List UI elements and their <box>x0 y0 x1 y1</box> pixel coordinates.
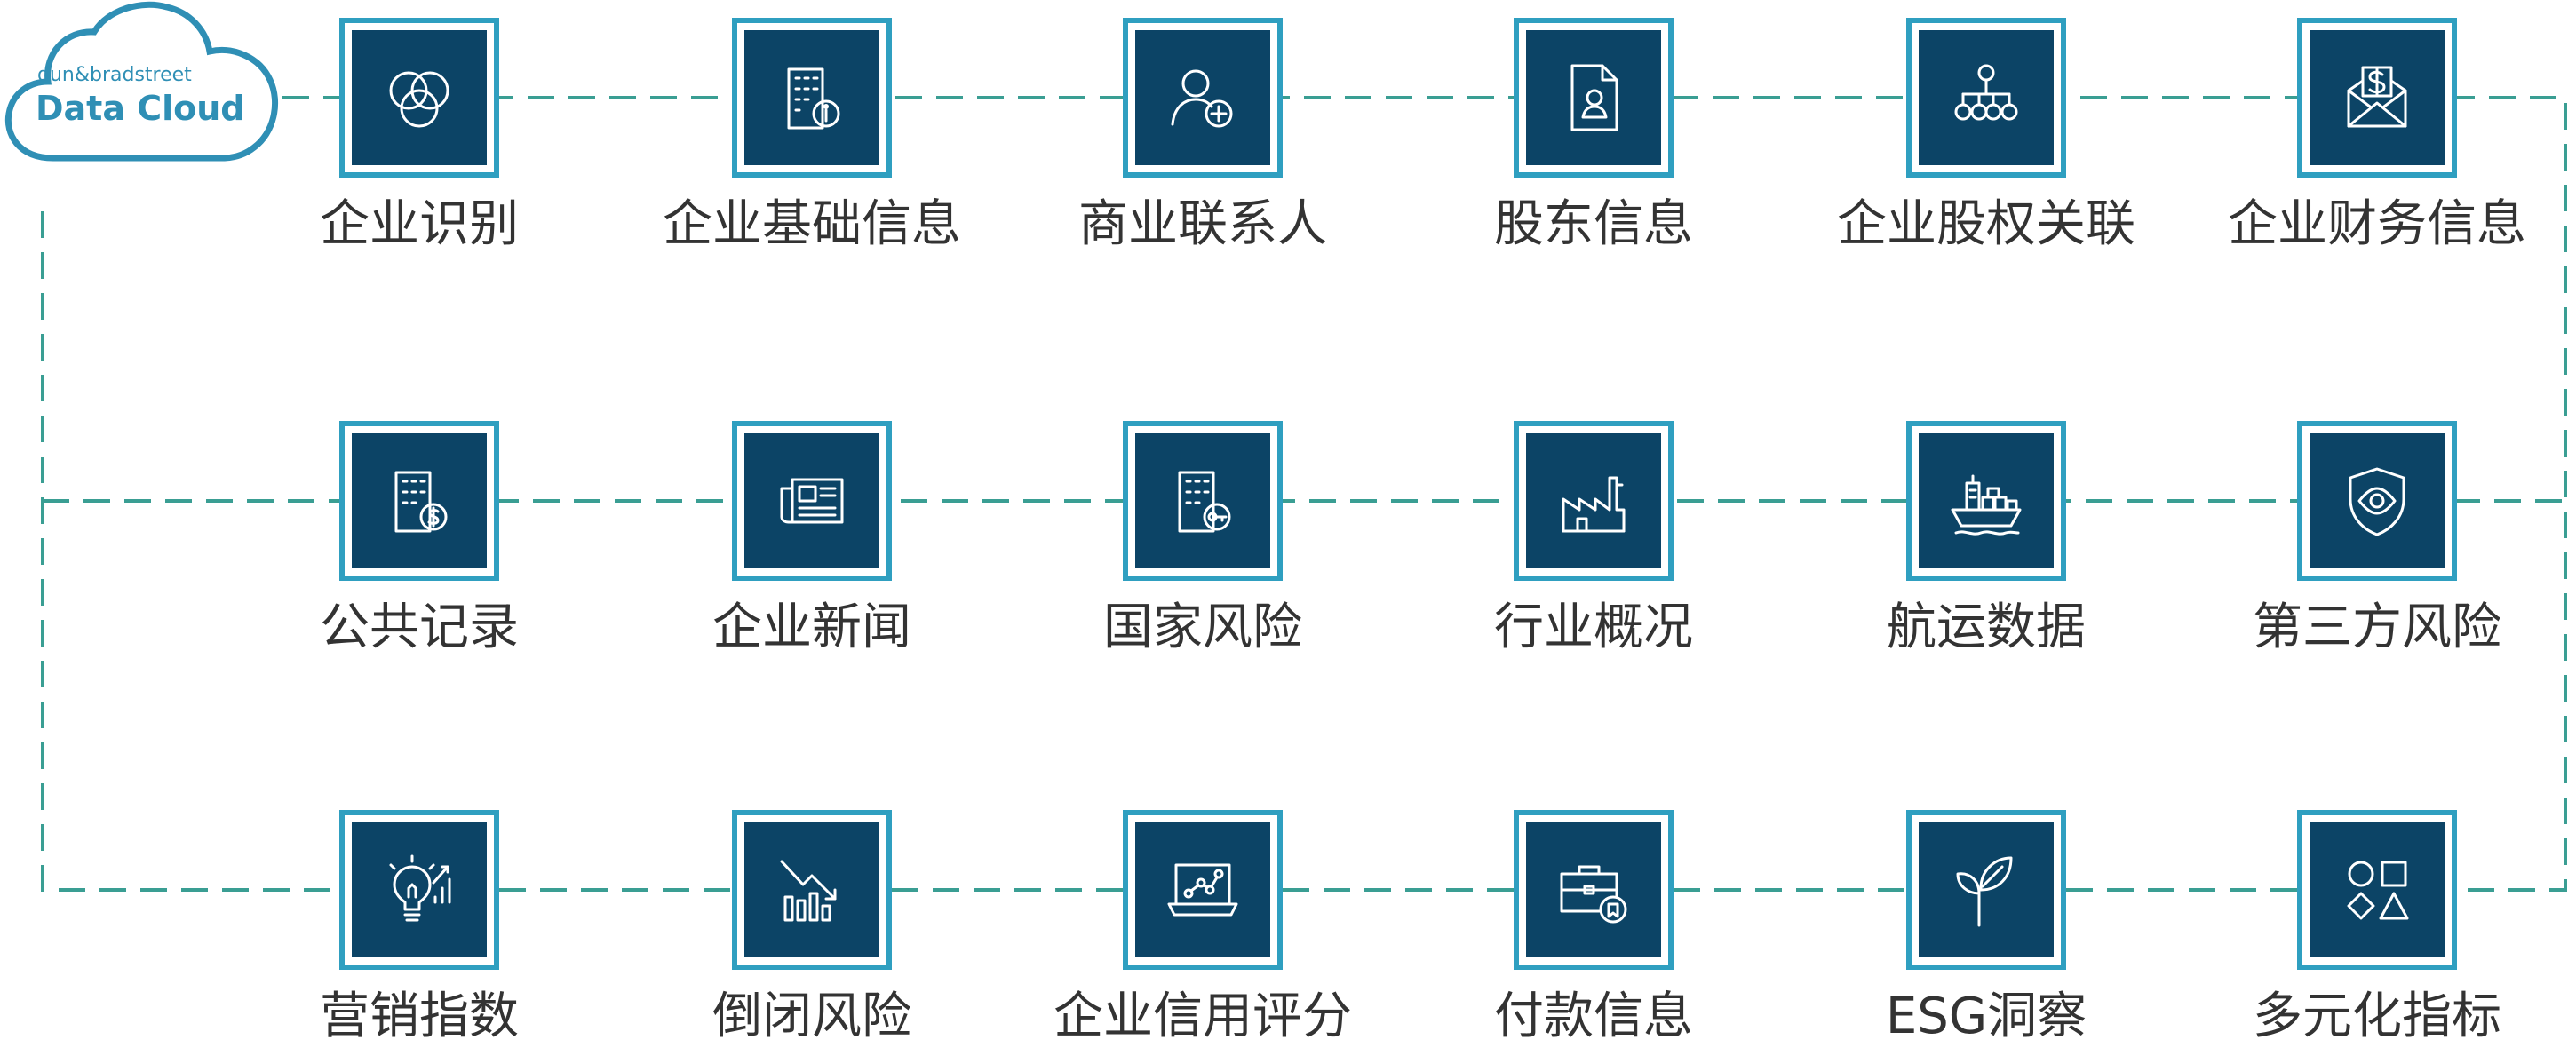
node-label: ESG洞察 <box>1885 988 2087 1045</box>
node-tile-fill <box>1135 30 1270 165</box>
node-tile-fill <box>1919 822 2054 957</box>
cargo-ship-icon <box>1951 474 2022 536</box>
node-tile <box>1514 421 1674 581</box>
node-tile <box>1906 810 2066 970</box>
node-label: 企业财务信息 <box>2228 195 2526 253</box>
diagram-node: 行业概况 <box>1425 421 1762 656</box>
node-tile <box>2297 18 2457 178</box>
node-tile-fill <box>744 433 879 568</box>
envelope-dollar-icon <box>2347 66 2407 128</box>
brand-small-text: dun&bradstreet <box>37 64 192 86</box>
declining-chart-icon <box>780 860 837 922</box>
venn-circles-icon <box>389 71 449 128</box>
dnb-data-cloud-logo: dun&bradstreet Data Cloud <box>0 0 293 169</box>
node-tile-fill <box>352 30 487 165</box>
node-tile-fill <box>1919 433 2054 568</box>
cloud-icon <box>4 1 279 162</box>
diagram-node: 企业基础信息 <box>643 18 981 253</box>
brand-big-text: Data Cloud <box>36 89 245 128</box>
node-tile <box>1906 421 2066 581</box>
node-tile-fill <box>744 30 879 165</box>
node-label: 付款信息 <box>1494 988 1693 1045</box>
diagram-node: 企业财务信息 <box>2208 18 2546 253</box>
lightbulb-chart-icon <box>389 854 451 922</box>
briefcase-badge-icon <box>1560 865 1627 924</box>
node-label: 多元化指标 <box>2253 988 2501 1045</box>
node-tile-fill <box>744 822 879 957</box>
user-add-icon <box>1171 69 1233 128</box>
diagram-node: ESG洞察 <box>1817 810 2155 1045</box>
building-info-icon <box>787 67 840 130</box>
node-tile-fill <box>2310 30 2445 165</box>
node-label: 航运数据 <box>1887 599 2086 656</box>
shapes-icon <box>2347 861 2409 920</box>
factory-icon <box>1562 476 1626 533</box>
node-tile-fill <box>1135 822 1270 957</box>
diagram-node: 国家风险 <box>1034 421 1371 656</box>
node-tile <box>1123 421 1283 581</box>
node-label: 国家风险 <box>1103 599 1302 656</box>
document-person-icon <box>1570 64 1618 131</box>
node-tile <box>339 810 499 970</box>
node-tile <box>732 18 892 178</box>
node-label: 企业识别 <box>320 195 519 253</box>
newspaper-icon <box>780 478 844 524</box>
node-label: 营销指数 <box>320 988 519 1045</box>
diagram-node: 企业信用评分 <box>1034 810 1371 1045</box>
node-tile <box>1514 18 1674 178</box>
diagram-node: 营销指数 <box>250 810 588 1045</box>
diagram-node: 多元化指标 <box>2208 810 2546 1045</box>
node-tile <box>2297 810 2457 970</box>
building-dollar-icon <box>394 471 448 533</box>
plant-icon <box>1956 856 2013 927</box>
node-tile-fill <box>1526 822 1661 957</box>
node-label: 股东信息 <box>1494 195 1693 253</box>
node-tile <box>339 18 499 178</box>
node-tile <box>1514 810 1674 970</box>
node-tile-fill <box>1919 30 2054 165</box>
diagram-node: 付款信息 <box>1425 810 1762 1045</box>
node-tile-fill <box>352 822 487 957</box>
node-tile-fill <box>2310 433 2445 568</box>
laptop-chart-icon <box>1167 863 1238 917</box>
node-tile-fill <box>1526 433 1661 568</box>
node-label: 第三方风险 <box>2253 599 2501 656</box>
building-key-icon <box>1178 471 1231 533</box>
diagram-node: 倒闭风险 <box>643 810 981 1045</box>
node-label: 企业股权关联 <box>1837 195 2135 253</box>
diagram-node: 企业股权关联 <box>1817 18 2155 253</box>
node-tile <box>1123 810 1283 970</box>
diagram-node: 公共记录 <box>250 421 588 656</box>
diagram-node: 商业联系人 <box>1034 18 1371 253</box>
shield-eye-icon <box>2349 467 2405 536</box>
node-tile <box>732 810 892 970</box>
node-label: 企业基础信息 <box>663 195 961 253</box>
node-tile-fill <box>2310 822 2445 957</box>
diagram-node: 企业新闻 <box>643 421 981 656</box>
node-tile-fill <box>1135 433 1270 568</box>
diagram-node: 企业识别 <box>250 18 588 253</box>
node-label: 公共记录 <box>320 599 519 656</box>
node-label: 倒闭风险 <box>712 988 911 1045</box>
node-tile <box>732 421 892 581</box>
diagram-node: 股东信息 <box>1425 18 1762 253</box>
diagram-node: 第三方风险 <box>2208 421 2546 656</box>
node-tile <box>1123 18 1283 178</box>
node-tile <box>2297 421 2457 581</box>
node-label: 行业概况 <box>1494 599 1693 656</box>
node-label: 商业联系人 <box>1078 195 1327 253</box>
node-tile-fill <box>1526 30 1661 165</box>
node-label: 企业信用评分 <box>1053 988 1352 1045</box>
node-tile <box>339 421 499 581</box>
node-tile-fill <box>352 433 487 568</box>
diagram-node: 航运数据 <box>1817 421 2155 656</box>
node-label: 企业新闻 <box>712 599 911 656</box>
hierarchy-icon <box>1954 64 2018 121</box>
node-tile <box>1906 18 2066 178</box>
